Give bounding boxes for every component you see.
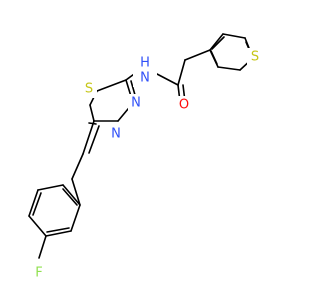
thiadiazole-n3-symbol: N	[131, 96, 141, 111]
thiadiazole-sulfur-symbol: S	[85, 82, 93, 97]
atom-labels: S O H N S N N F	[31, 48, 262, 282]
thiophene-sulfur-label: S	[247, 48, 262, 65]
fluorine-symbol: F	[35, 266, 42, 281]
thiadiazole-n3-label: N	[128, 94, 144, 112]
amide-nitrogen-symbol: N	[140, 71, 150, 86]
thiadiazole-n4-symbol: N	[111, 127, 121, 142]
amide-oxygen-symbol: O	[179, 98, 189, 113]
thiophene-ring	[209, 33, 254, 71]
thiophene-sulfur-symbol: S	[251, 50, 259, 65]
fluorobenzyl-group	[28, 153, 84, 259]
amide-hydrogen-symbol: H	[140, 56, 150, 71]
fluorine-label: F	[31, 264, 47, 282]
thiadiazole-sulfur-label: S	[81, 80, 97, 98]
chemical-structure: S O H N S N N F	[28, 33, 262, 282]
thiadiazole-n4-label: N	[108, 125, 124, 143]
amide-nh-label: H N	[133, 56, 157, 87]
amide-oxygen-label: O	[177, 96, 192, 114]
